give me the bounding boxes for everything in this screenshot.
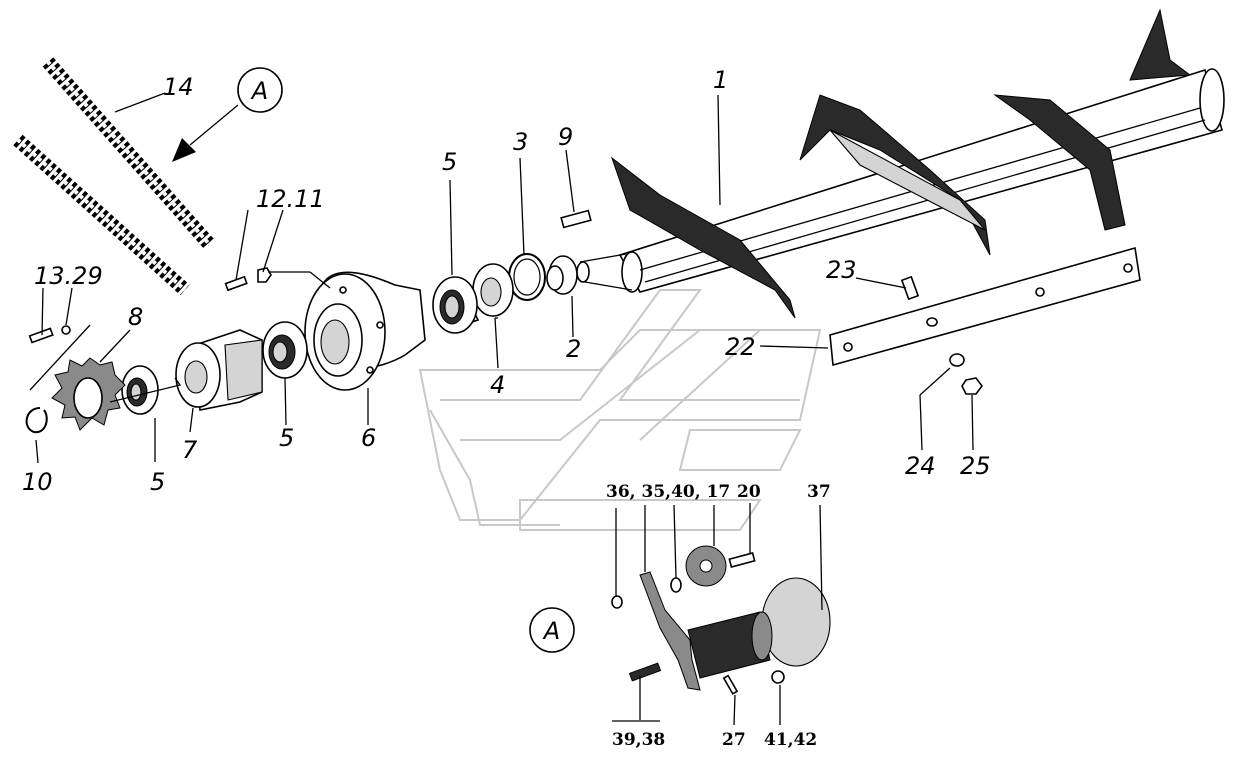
- callout-4: 4: [490, 371, 505, 399]
- view-marker-letter-detail: A: [542, 617, 560, 645]
- bushing-2: [546, 255, 578, 295]
- callout-2: 2: [566, 335, 581, 363]
- bolt-23: [900, 275, 920, 301]
- callout-7: 7: [182, 436, 198, 464]
- leader-lines: [29, 92, 974, 726]
- callout-10: 10: [22, 468, 53, 496]
- washer-24: [949, 353, 965, 367]
- sprocket-8: [51, 357, 126, 431]
- shaft-key: [560, 209, 592, 229]
- callout-25: 25: [960, 452, 991, 480]
- drive-chain-lower: [13, 134, 190, 296]
- flat-bar: [829, 246, 1141, 367]
- callout-6: 6: [361, 424, 376, 452]
- view-marker-top: A: [237, 67, 283, 113]
- bearing-5-middle: [262, 321, 308, 379]
- callout-5-right: 5: [442, 148, 457, 176]
- tensioner-detail: [611, 545, 831, 695]
- washer-23: [926, 317, 938, 327]
- callout-5-left: 5: [150, 468, 165, 496]
- callout-36-35-40-17: 36, 35,40, 17: [606, 482, 730, 502]
- callout-8: 8: [128, 303, 143, 331]
- circlip-10: [25, 407, 48, 434]
- callout-labels: 14 12.11 13.29 8 10 5 7 5 6 5 3 9 1 4 2 …: [22, 66, 991, 496]
- callout-3: 3: [513, 128, 528, 156]
- watermark-logo: [418, 289, 822, 531]
- auger-flights: [610, 8, 1192, 319]
- callout-20: 20: [737, 482, 761, 502]
- view-direction-arrow: [172, 104, 239, 162]
- view-marker-detail: A: [529, 607, 575, 653]
- callout-39-38: 39,38: [612, 730, 665, 750]
- washer-4: [472, 263, 514, 317]
- callout-22: 22: [725, 333, 756, 361]
- callout-37: 37: [807, 482, 831, 502]
- bearing-5-right: [432, 276, 480, 334]
- screw-12-11: [224, 267, 272, 292]
- callout-12-11: 12.11: [256, 185, 325, 213]
- callout-9: 9: [558, 123, 573, 151]
- cover-disc-37: [761, 577, 831, 667]
- callout-23: 23: [826, 256, 857, 284]
- snap-ring-3: [508, 253, 546, 301]
- callout-24: 24: [905, 452, 936, 480]
- callout-27: 27: [722, 730, 746, 750]
- callout-5-middle: 5: [279, 424, 294, 452]
- detail-callout-labels: 36, 35,40, 17 20 37 39,38 27 41,42: [606, 482, 831, 750]
- screw-13-29: [28, 325, 71, 344]
- view-marker-letter: A: [250, 77, 268, 105]
- drive-chain-upper: [42, 57, 216, 250]
- callout-14: 14: [163, 73, 194, 101]
- callout-13-29: 13.29: [34, 262, 103, 290]
- bearing-5-left: [121, 365, 159, 415]
- callout-41-42: 41,42: [764, 730, 817, 750]
- callout-1: 1: [713, 66, 728, 94]
- nut-25: [961, 377, 983, 395]
- hub-flange-6: [304, 271, 426, 391]
- bracket-arm: [639, 571, 701, 691]
- splined-hub-7: [175, 329, 263, 411]
